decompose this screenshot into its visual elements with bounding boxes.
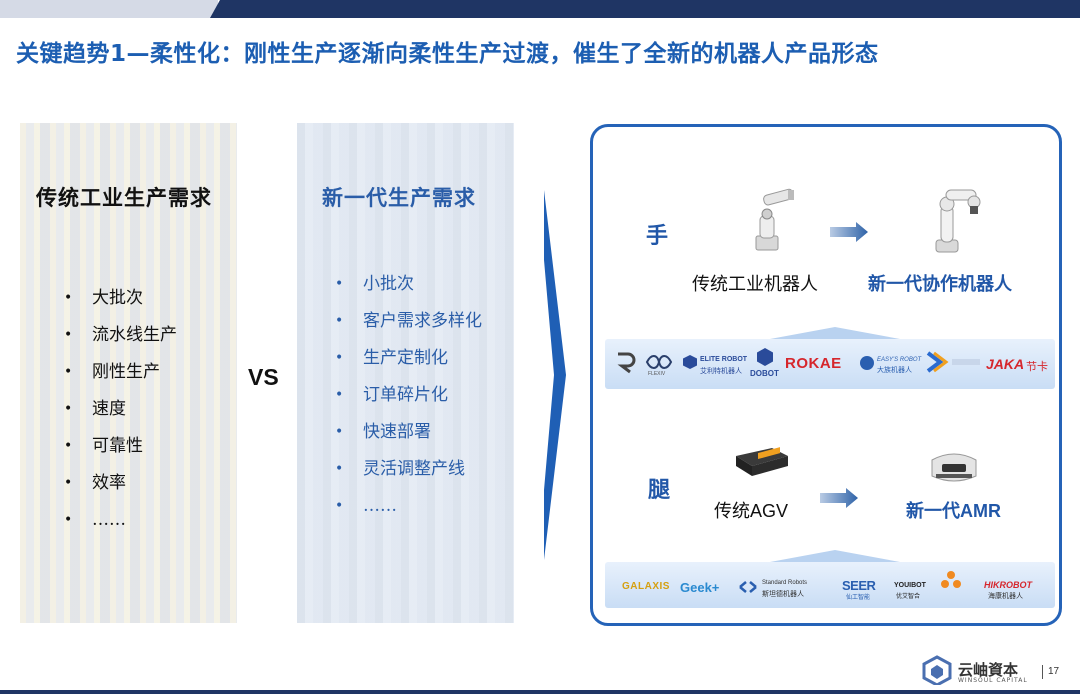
list-item: …… <box>64 502 177 539</box>
standard-robots-cn-logo: 斯坦德机器人 <box>762 591 804 598</box>
list-item: 速度 <box>64 391 177 428</box>
list-item: 灵活调整产线 <box>335 451 515 488</box>
jaka-logo: JAKA <box>986 356 1025 372</box>
amr-logo-strip <box>605 562 1055 608</box>
list-item: 大批次 <box>64 280 177 317</box>
brand-name: 云岫資本 <box>958 661 1019 679</box>
seer-logo: SEER <box>842 578 876 593</box>
list-item: 生产定制化 <box>335 340 515 377</box>
brand-flower-icon <box>941 571 961 588</box>
elite-robot-logo: ELITE ROBOT <box>700 356 748 363</box>
traditional-agv-label: 传统AGV <box>714 501 789 521</box>
traditional-demand-heading: 传统工业生产需求 <box>36 185 212 210</box>
vs-label: VS <box>248 364 279 390</box>
list-item: …… <box>335 488 515 525</box>
dobot-icon <box>757 348 773 366</box>
geekplus-logo: Geek+ <box>680 580 720 595</box>
amr-icon <box>931 453 977 482</box>
header-bar-dark <box>210 0 1080 18</box>
standard-robots-logo: Standard Robots <box>762 580 808 586</box>
jaka-cn-logo: 节卡 <box>1026 361 1048 373</box>
galaxis-logo: GALAXIS <box>622 581 670 592</box>
new-amr-label: 新一代AMR <box>906 501 1001 521</box>
arrow-right-icon <box>830 222 868 242</box>
elite-robot-cn-logo: 艾利特机器人 <box>700 368 742 375</box>
chevron-right-icon <box>544 190 566 560</box>
elite-robot-icon <box>683 355 697 369</box>
aubo-logo-icon <box>926 351 980 373</box>
standard-robots-icon <box>739 581 757 593</box>
industrial-robot-icon <box>755 188 794 251</box>
brand-logo-icon <box>617 352 636 374</box>
list-item: 小批次 <box>335 266 515 303</box>
up-triangle-icon <box>770 550 900 562</box>
footer-bar <box>0 690 1080 694</box>
han-robot-icon <box>860 356 874 370</box>
flexiv-logo-icon <box>645 355 673 369</box>
new-demand-list: 小批次 客户需求多样化 生产定制化 订单碎片化 快速部署 灵活调整产线 …… <box>335 266 515 525</box>
dobot-logo: DOBOT <box>750 369 779 378</box>
seer-cn-logo: 仙工智能 <box>846 595 871 601</box>
winsoul-logo-icon <box>922 655 952 685</box>
up-triangle-icon <box>770 327 900 339</box>
collaborative-robot-label: 新一代协作机器人 <box>868 274 1012 295</box>
page-separator <box>1042 665 1043 679</box>
brand-subtitle: WINSOUL CAPITAL <box>958 677 1028 684</box>
header-bar-light <box>0 0 218 18</box>
youibot-cn-logo: 优艾智合 <box>896 594 921 600</box>
hikrobot-cn-logo: 海康机器人 <box>988 593 1023 600</box>
list-item: 效率 <box>64 465 177 502</box>
leg-label: 腿 <box>648 477 671 503</box>
traditional-robot-label: 传统工业机器人 <box>692 274 818 295</box>
list-item: 流水线生产 <box>64 317 177 354</box>
easys-robot-logo: EASY'S ROBOT <box>877 357 922 363</box>
collaborative-robot-icon <box>935 189 981 253</box>
arrow-right-icon <box>820 488 858 508</box>
traditional-demand-list: 大批次 流水线生产 刚性生产 速度 可靠性 效率 …… <box>64 280 177 539</box>
list-item: 快速部署 <box>335 414 515 451</box>
rokae-logo: ROKAE <box>785 355 842 372</box>
hand-label: 手 <box>646 223 669 249</box>
flexiv-logo: FLEXIV <box>648 371 666 377</box>
page-number: 17 <box>1048 666 1060 677</box>
list-item: 客户需求多样化 <box>335 303 515 340</box>
new-demand-heading: 新一代生产需求 <box>322 185 476 210</box>
list-item: 订单碎片化 <box>335 377 515 414</box>
han-robot-cn-logo: 大族机器人 <box>877 367 912 374</box>
list-item: 刚性生产 <box>64 354 177 391</box>
slide-title: 关键趋势1—柔性化：刚性生产逐渐向柔性生产过渡，催生了全新的机器人产品形态 <box>16 41 879 67</box>
youibot-logo: YOUIBOT <box>894 582 926 589</box>
hikrobot-logo: HIKROBOT <box>984 580 1032 590</box>
list-item: 可靠性 <box>64 428 177 465</box>
agv-icon <box>736 447 788 476</box>
